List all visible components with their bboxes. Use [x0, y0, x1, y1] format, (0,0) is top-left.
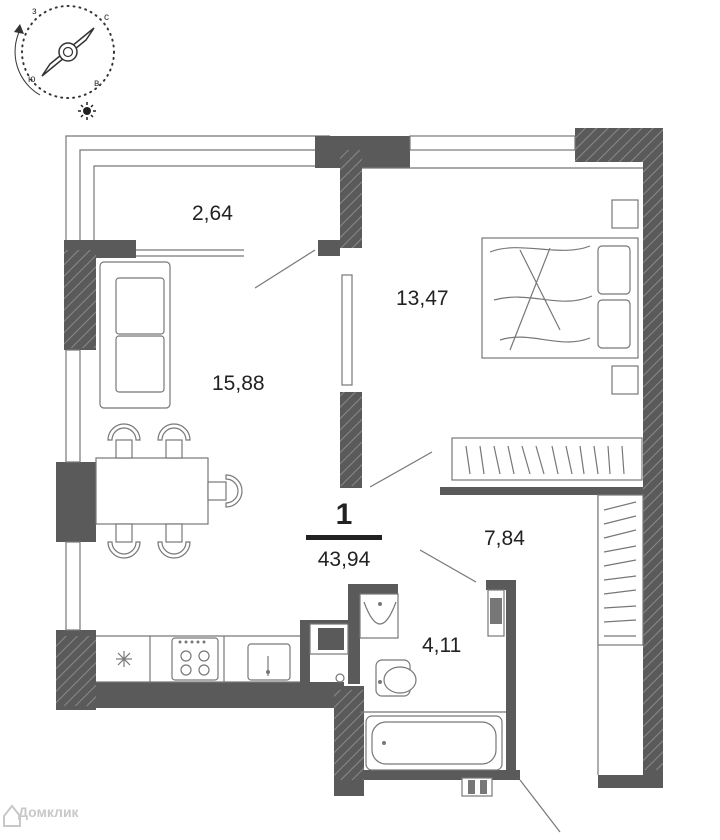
kitchen-sink-icon [247, 643, 291, 681]
apartment-summary: 1 43,94 [306, 498, 382, 571]
stove-icon [171, 637, 219, 681]
room-area-bathroom: 4,11 [422, 634, 461, 657]
washing-machine-icon [309, 623, 349, 655]
room-area-balcony: 2,64 [192, 202, 233, 225]
hallway-wardrobe-icon [597, 494, 644, 646]
compass-south-label: ю [28, 74, 36, 85]
dining-table-icon [95, 423, 243, 559]
apartment-rooms-count: 1 [336, 498, 353, 531]
doors [254, 249, 561, 833]
washbasin-icon [359, 593, 399, 639]
nightstand-icon [611, 199, 639, 395]
apartment-total-area: 43,94 [318, 548, 371, 571]
room-area-living-kitchen: 15,88 [212, 372, 265, 395]
compass-east-label: в [94, 78, 99, 89]
wall-hatches [56, 128, 663, 780]
windows [65, 135, 576, 631]
room-area-hallway: 7,84 [484, 527, 525, 550]
sun-icon [78, 102, 96, 120]
toilet-icon [375, 659, 417, 697]
compass-west-label: з [32, 6, 37, 17]
shaft-icon [461, 589, 505, 797]
wardrobe-icon [451, 437, 643, 481]
kitchen-counter [116, 636, 291, 682]
watermark-text: Домклик [18, 804, 79, 820]
balcony-outline [65, 135, 330, 240]
sofa-icon [99, 261, 171, 409]
compass: с в ю з [14, 5, 115, 120]
room-area-bedroom: 13,47 [396, 287, 449, 310]
bathtub-icon [365, 715, 503, 771]
fridge-icon [116, 651, 132, 667]
compass-needle-icon [41, 27, 95, 77]
domclick-logo-icon [3, 804, 21, 827]
compass-north-label: с [104, 12, 109, 23]
bed-icon [481, 237, 639, 359]
